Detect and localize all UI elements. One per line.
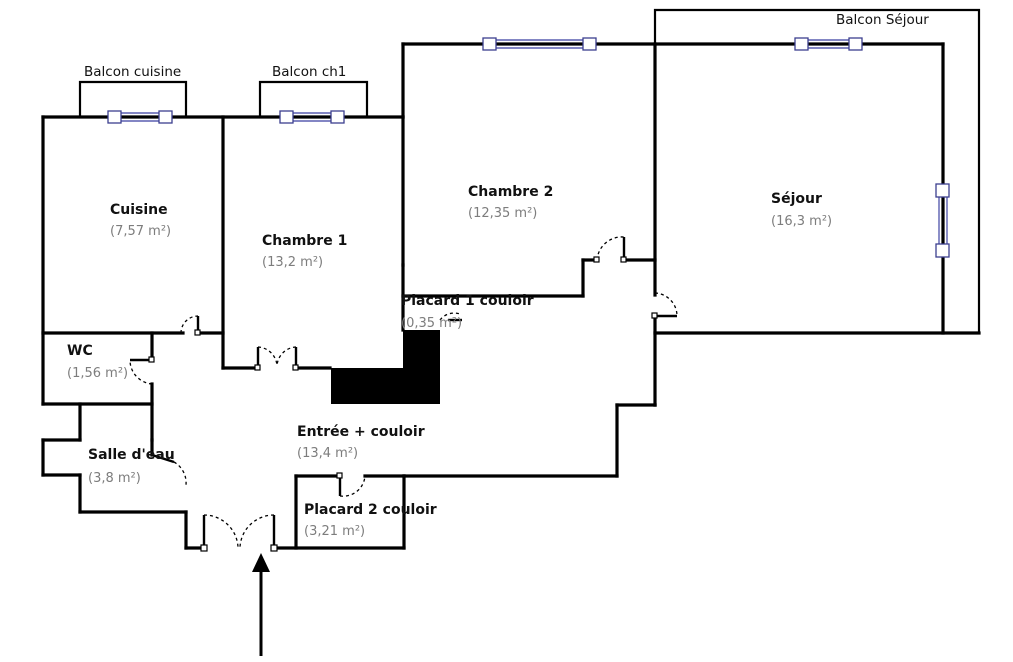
room-placard2-area: (3,21 m²): [304, 524, 365, 539]
room-cuisine-name: Cuisine: [110, 202, 168, 218]
balcony-ch1-outline: [258, 80, 369, 117]
room-salle-eau-area: (3,8 m²): [88, 471, 141, 486]
door-salle-eau: [151, 453, 187, 486]
door-wc: [129, 356, 155, 385]
balcony-sejour-label: Balcon Séjour: [836, 12, 929, 28]
window-cuisine: [107, 110, 173, 124]
room-placard1-name: Placard 1 couloir: [401, 293, 534, 309]
door-chambre1: [254, 346, 299, 371]
door-placard2: [336, 472, 366, 497]
room-chambre2-area: (12,35 m²): [468, 206, 537, 221]
window-chambre1: [279, 110, 345, 124]
room-placard1-area: (0,35 m²): [401, 316, 462, 331]
balcony-cuisine-label: Balcon cuisine: [84, 64, 181, 80]
room-wc-name: WC: [67, 343, 93, 359]
room-placard2-name: Placard 2 couloir: [304, 502, 437, 518]
room-entree-area: (13,4 m²): [297, 446, 358, 461]
room-salle-eau-name: Salle d'eau: [88, 447, 175, 463]
room-chambre2-name: Chambre 2: [468, 184, 553, 200]
window-sejour-right: [935, 183, 950, 258]
balcony-ch1-label: Balcon ch1: [272, 64, 346, 80]
room-wc-area: (1,56 m²): [67, 366, 128, 381]
room-cuisine-area: (7,57 m²): [110, 224, 171, 239]
balcony-walls: [78, 8, 981, 333]
room-entree-name: Entrée + couloir: [297, 424, 425, 440]
placard-1-block: [331, 330, 440, 404]
window-chambre2: [482, 37, 597, 51]
entrance-arrow-icon: [252, 553, 270, 656]
room-sejour-name: Séjour: [771, 191, 822, 207]
door-entrance: [200, 514, 278, 552]
door-placard1: [439, 312, 462, 322]
door-sejour: [651, 292, 678, 319]
room-sejour-area: (16,3 m²): [771, 214, 832, 229]
window-sejour-top: [794, 37, 863, 51]
door-chambre2: [593, 236, 627, 263]
door-cuisine: [180, 315, 201, 336]
room-chambre1-name: Chambre 1: [262, 233, 347, 249]
balcony-sejour-outline: [653, 8, 981, 333]
walls: [41, 42, 981, 550]
balcony-cuisine-outline: [78, 80, 188, 117]
room-chambre1-area: (13,2 m²): [262, 255, 323, 270]
